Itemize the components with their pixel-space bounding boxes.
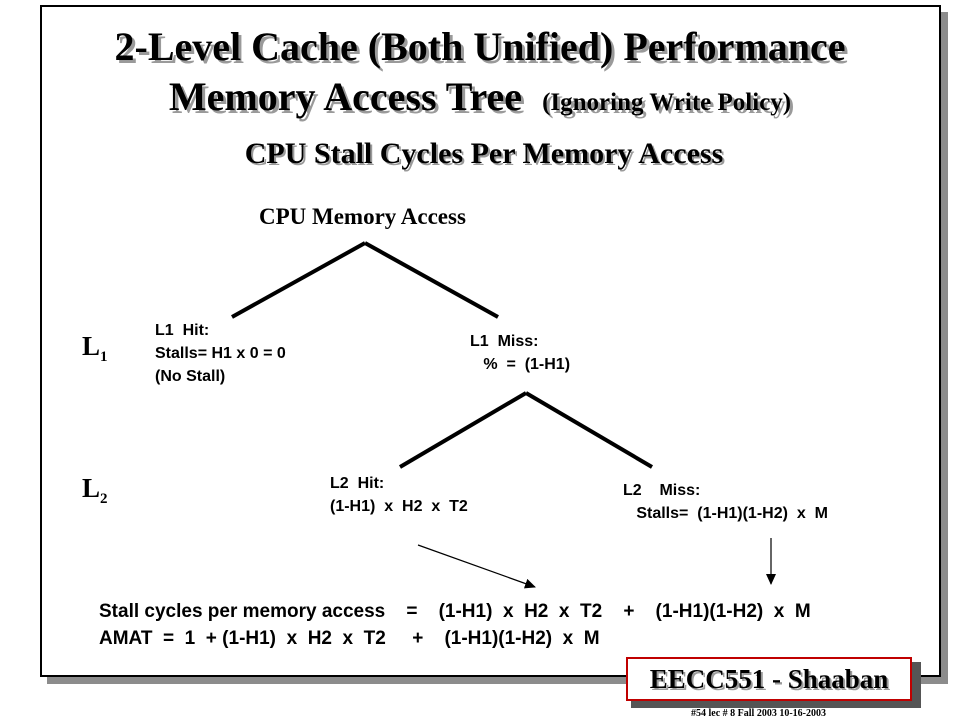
title-main: Memory Access Tree (168, 74, 523, 119)
course-badge: EECC551 - Shaaban (626, 657, 912, 701)
node-l2-hit: L2 Hit:(1-H1) x H2 x T2 (330, 475, 468, 515)
edge-l1-miss-l2-miss (524, 391, 654, 469)
slide-title-line2: Memory Access Tree (Ignoring Write Polic… (0, 75, 960, 125)
slide-title-line1: 2-Level Cache (Both Unified) Performance (114, 24, 846, 69)
level-l2-label: L2 (82, 473, 108, 507)
slide-footer: #54 lec # 8 Fall 2003 10-16-2003 (691, 708, 826, 719)
slide-frame (40, 5, 941, 677)
node-l2-miss: L2 Miss: Stalls= (1-H1)(1-H2) x M (623, 482, 828, 522)
arrow-l2-hit-to-formula (417, 544, 536, 589)
edge-root-l1-miss (364, 241, 499, 319)
node-l1-miss: L1 Miss: % = (1-H1) (470, 333, 571, 373)
tree-root-label: CPU Memory Access (259, 204, 466, 229)
course-badge-text: EECC551 - Shaaban (649, 664, 889, 694)
formula-stall-cycles: Stall cycles per memory access = (1-H1) … (99, 601, 811, 622)
edge-l1-miss-l2-hit (398, 391, 528, 469)
slide-subtitle: CPU Stall Cycles Per Memory Access (244, 137, 724, 170)
edge-root-l1-hit (231, 241, 366, 319)
formula-amat: AMAT = 1 + (1-H1) x H2 x T2 + (1-H1)(1-H… (99, 628, 600, 649)
level-l1-label: L1 (82, 331, 108, 365)
title-qualifier: (Ignoring Write Policy) (542, 89, 792, 116)
node-l1-hit: L1 Hit:Stalls= H1 x 0 = 0(No Stall) (155, 322, 286, 385)
